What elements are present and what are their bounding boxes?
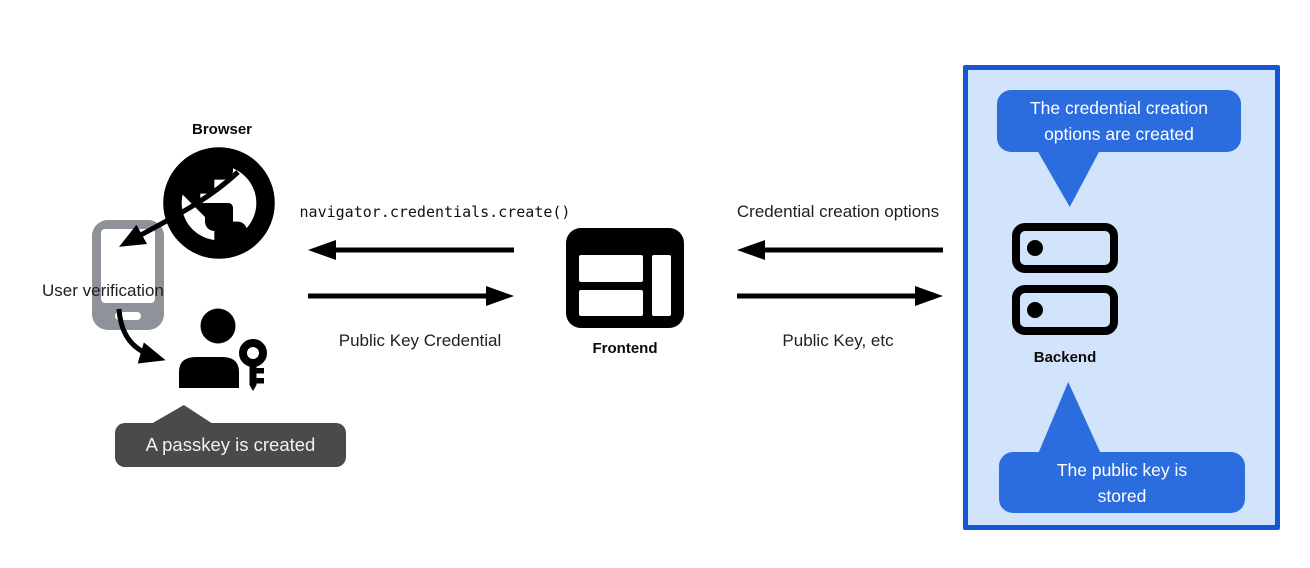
- frontend-to-backend-arrow: [737, 284, 943, 308]
- public-key-stored-callout-text: The public key is stored: [1056, 459, 1188, 506]
- frontend-to-browser-arrow: [308, 238, 514, 262]
- credentials-create-code-label: navigator.credentials.create(): [299, 203, 571, 221]
- public-key-credential-label: Public Key Credential: [338, 331, 502, 350]
- globe-icon: [163, 147, 275, 259]
- browser-to-frontend-arrow: [308, 284, 514, 308]
- user-with-key-icon: [178, 302, 270, 394]
- server-stack-icon: [1012, 223, 1118, 335]
- backend-label: Backend: [1033, 349, 1097, 366]
- phone-icon: [92, 220, 164, 330]
- user-verification-label: User verification: [42, 281, 164, 300]
- credential-options-callout-text: The credential creation options are crea…: [1029, 98, 1209, 144]
- backend-to-frontend-arrow: [737, 238, 943, 262]
- browser-window-icon: [566, 228, 684, 328]
- frontend-label: Frontend: [592, 340, 658, 357]
- passkey-callout: A passkey is created: [115, 423, 346, 467]
- public-key-stored-callout: The public key is stored: [999, 452, 1245, 513]
- browser-label: Browser: [191, 121, 253, 138]
- credential-creation-options-label: Credential creation options: [736, 202, 940, 221]
- passkey-callout-text: A passkey is created: [145, 434, 316, 455]
- public-key-etc-label: Public Key, etc: [782, 331, 894, 350]
- passkey-callout-tail: [151, 405, 213, 424]
- credential-options-callout: The credential creation options are crea…: [997, 90, 1241, 152]
